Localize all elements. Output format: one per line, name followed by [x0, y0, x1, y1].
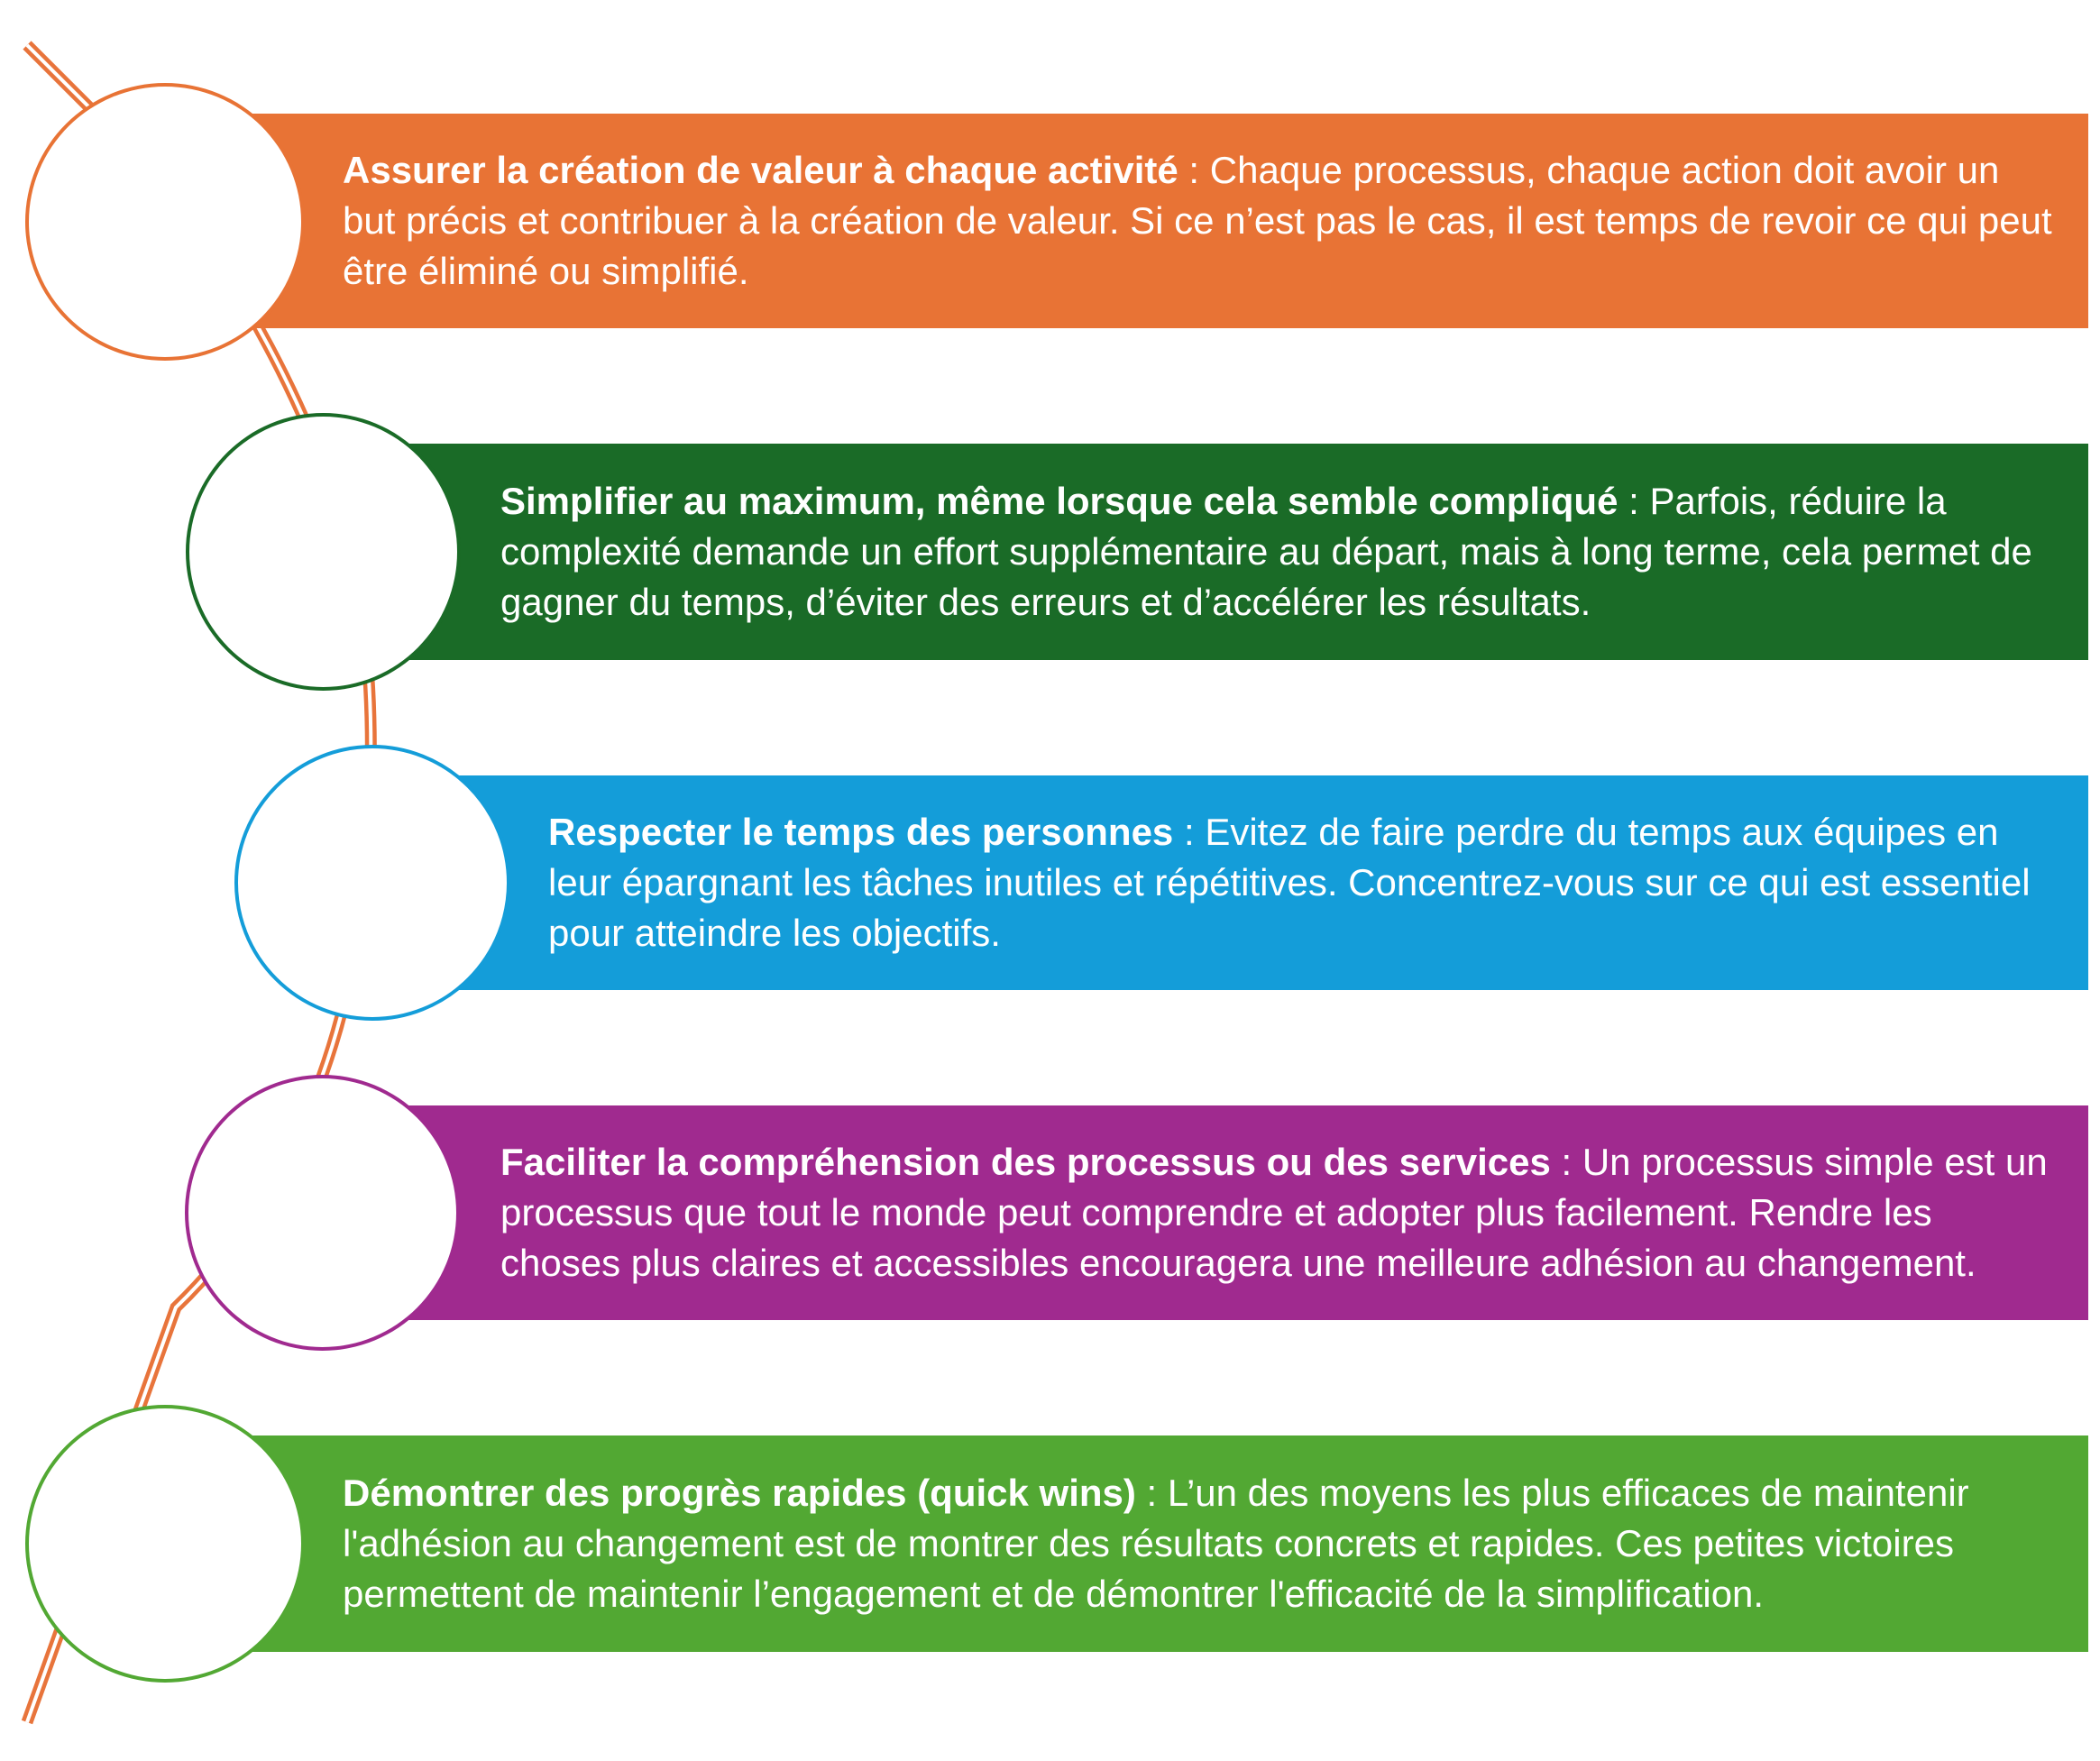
step-4-separator: : — [1550, 1141, 1582, 1183]
step-1-separator: : — [1178, 149, 1210, 191]
step-4-circle — [185, 1075, 460, 1351]
step-5-separator: : — [1135, 1472, 1168, 1514]
step-2-band: Simplifier au maximum, même lorsque cela… — [379, 444, 2088, 660]
step-3-separator: : — [1173, 811, 1206, 853]
step-5-description: L’un des moyens les plus efficaces de ma… — [343, 1472, 1969, 1615]
step-5-circle — [25, 1405, 305, 1683]
step-1-band: Assurer la création de valeur à chaque a… — [221, 114, 2088, 328]
step-4-band: Faciliter la compréhension des processus… — [379, 1105, 2088, 1320]
step-3-band: Respecter le temps des personnes : Evite… — [424, 775, 2088, 990]
step-1-title: Assurer la création de valeur à chaque a… — [343, 149, 1178, 191]
step-1-text-block: Assurer la création de valeur à chaque a… — [343, 145, 2052, 297]
step-4-text-block: Faciliter la compréhension des processus… — [500, 1137, 2052, 1289]
step-2-description: Parfois, réduire la complexité demande u… — [500, 480, 2032, 623]
step-5-title: Démontrer des progrès rapides (quick win… — [343, 1472, 1136, 1514]
step-5-band: Démontrer des progrès rapides (quick win… — [221, 1435, 2088, 1652]
step-4-description: Un processus simple est un processus que… — [500, 1141, 2048, 1284]
step-2-text-block: Simplifier au maximum, même lorsque cela… — [500, 476, 2061, 628]
step-1-circle — [25, 83, 305, 361]
step-3-description: Evitez de faire perdre du temps aux équi… — [548, 811, 2031, 954]
step-3-circle — [234, 745, 510, 1021]
step-3-title: Respecter le temps des personnes — [548, 811, 1174, 853]
step-3-text-block: Respecter le temps des personnes : Evite… — [548, 807, 2052, 958]
step-1-description: Chaque processus, chaque action doit avo… — [343, 149, 2052, 292]
step-5-text-block: Démontrer des progrès rapides (quick win… — [343, 1468, 2061, 1619]
step-2-circle — [186, 413, 461, 691]
step-2-title: Simplifier au maximum, même lorsque cela… — [500, 480, 1619, 522]
step-2-separator: : — [1618, 480, 1650, 522]
step-4-title: Faciliter la compréhension des processus… — [500, 1141, 1551, 1183]
